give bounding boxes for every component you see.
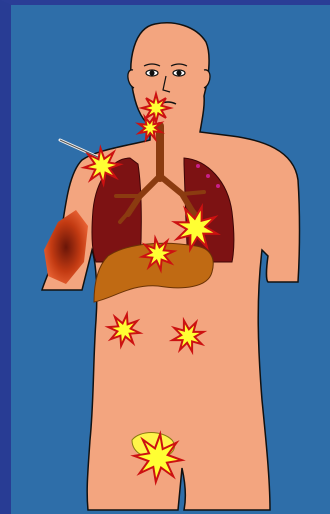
left-ear-shape [128,70,134,88]
right-ear-shape [204,70,210,88]
needle-object-outline [60,140,100,158]
